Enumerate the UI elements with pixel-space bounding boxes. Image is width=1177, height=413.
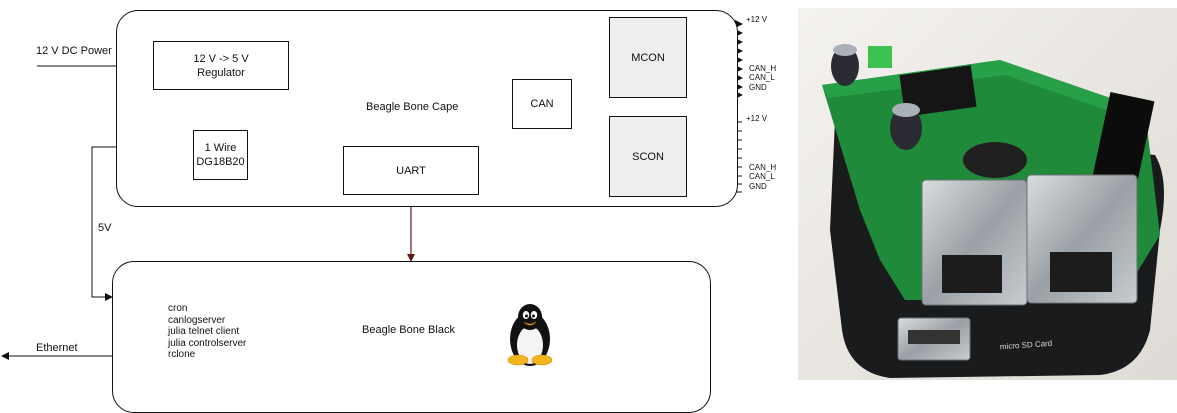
service-item: rclone — [168, 349, 196, 360]
mcon-pin-canh: CAN_H — [749, 64, 777, 73]
capacitor — [831, 46, 859, 86]
regulator-block: 12 V -> 5 V Regulator — [153, 41, 289, 90]
chip — [899, 65, 977, 117]
mcon-connector: MCON — [609, 17, 687, 98]
sd-card-text: micro SD Card — [1000, 339, 1053, 352]
coin-battery — [963, 142, 1027, 178]
five-v-line — [91, 146, 116, 301]
regulator-line2: Regulator — [197, 66, 245, 79]
linux-tux-icon — [507, 304, 553, 366]
cape-label: Beagle Bone Cape — [366, 101, 459, 113]
service-item: canlogserver — [168, 314, 226, 326]
scon-pin-canl: CAN_L — [749, 172, 775, 181]
onewire-line1: 1 Wire — [204, 142, 237, 154]
services-list: cron canlogserver julia telnet client ju… — [168, 303, 246, 361]
scon-pin-12v: +12 V — [746, 114, 768, 123]
scon-connector: SCON — [609, 116, 687, 197]
can-block: CAN — [512, 79, 572, 129]
uart-label: UART — [396, 164, 426, 177]
scon-pin-canh: CAN_H — [749, 163, 777, 172]
terminal-block — [868, 46, 892, 68]
five-v-label: 5V — [98, 222, 112, 234]
onewire-line2: DG18B20 — [196, 156, 245, 168]
board-photo: micro SD Card — [798, 8, 1177, 380]
regulator-line1: 12 V -> 5 V — [193, 52, 249, 65]
capacitor — [890, 106, 922, 150]
mcon-pin-12v: +12 V — [746, 15, 768, 24]
scon-pin-gnd: GND — [749, 182, 767, 191]
service-item: julia controlserver — [168, 337, 247, 349]
onewire-block: 1 Wire DG18B20 — [193, 130, 248, 180]
mcon-label: MCON — [631, 51, 665, 64]
scon-label: SCON — [632, 150, 664, 163]
bbb-label: Beagle Bone Black — [362, 324, 455, 336]
service-item: cron — [168, 303, 188, 314]
power-input-label: 12 V DC Power — [36, 45, 112, 57]
can-label: CAN — [530, 98, 554, 110]
mcon-pin-canl: CAN_L — [749, 73, 775, 82]
uart-block: UART — [343, 146, 479, 195]
mcon-pin-gnd: GND — [749, 83, 767, 92]
ethernet-label: Ethernet — [36, 342, 78, 354]
service-item: julia telnet client — [168, 326, 240, 337]
beagle-bone-black-block — [112, 261, 711, 413]
